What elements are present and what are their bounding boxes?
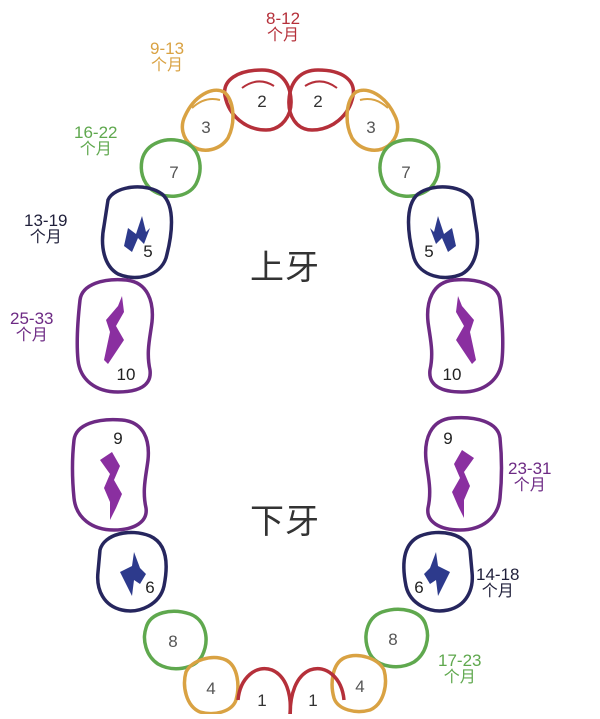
fissure-upper-first-molar-right (430, 216, 456, 252)
tooth-upper-central-right (287, 68, 356, 132)
tooth-number-lower-central-left: 1 (257, 691, 266, 710)
fissure-lower-second-molar-right (452, 450, 474, 518)
eruption-label-upper-second-molar: 25-33 个月 (10, 310, 53, 345)
tooth-number-lower-first-molar-left: 6 (145, 578, 154, 597)
tooth-upper-lateral-left (180, 88, 235, 152)
tooth-upper-second-molar-right (425, 277, 505, 394)
eruption-unit: 个月 (151, 56, 184, 74)
tooth-lower-lateral-right (330, 653, 388, 714)
tooth-number-lower-first-molar-right: 6 (414, 578, 423, 597)
tooth-number-upper-canine-right: 7 (401, 163, 410, 182)
tooth-upper-canine-right (378, 138, 441, 198)
fissure-lower-first-molar-right (424, 552, 450, 596)
eruption-label-lower-second-molar: 23-31 个月 (508, 460, 551, 495)
eruption-label-lower-canine: 17-23 个月 (438, 652, 481, 687)
eruption-range: 16-22 (74, 123, 118, 142)
eruption-unit: 个月 (15, 326, 48, 344)
fissure-upper-second-molar-right (456, 296, 476, 364)
fissure-lower-second-molar-left (100, 452, 122, 520)
tooth-upper-first-molar-left (100, 185, 174, 280)
tooth-upper-central-left (222, 68, 293, 132)
eruption-unit: 个月 (513, 476, 546, 494)
tooth-number-lower-canine-right: 8 (388, 630, 397, 649)
eruption-unit: 个月 (29, 228, 62, 246)
tooth-lower-second-molar-right (423, 415, 504, 532)
tooth-lower-central-left (236, 666, 293, 717)
tooth-upper-lateral-right (345, 88, 400, 152)
eruption-range: 25-33 (10, 309, 54, 328)
tooth-lower-canine-left (142, 609, 208, 671)
tooth-number-upper-central-left: 2 (257, 92, 266, 111)
tooth-lower-second-molar-left (70, 417, 151, 532)
tooth-number-lower-canine-left: 8 (168, 632, 177, 651)
eruption-label-upper-first-molar: 13-19 个月 (24, 212, 67, 247)
tooth-number-upper-lateral-left: 3 (201, 118, 210, 137)
tooth-lower-first-molar-left (95, 530, 168, 613)
tooth-number-lower-second-molar-right: 9 (443, 429, 452, 448)
fissure-upper-first-molar-left (124, 216, 150, 252)
eruption-range: 9-13 (150, 39, 185, 58)
eruption-range: 23-31 (508, 459, 552, 478)
tooth-number-upper-lateral-right: 3 (366, 118, 375, 137)
eruption-unit: 个月 (79, 140, 112, 158)
eruption-range: 14-18 (476, 565, 520, 584)
tooth-upper-canine-left (139, 138, 202, 198)
tooth-lower-lateral-left (182, 655, 240, 716)
tooth-number-upper-canine-left: 7 (169, 163, 178, 182)
fissure-lower-first-molar-left (120, 552, 146, 596)
tooth-number-lower-second-molar-left: 9 (113, 429, 122, 448)
eruption-label-lower-first-molar: 14-18 个月 (476, 566, 519, 601)
tooth-number-lower-lateral-left: 4 (206, 679, 215, 698)
tooth-number-upper-first-molar-left: 5 (143, 242, 152, 261)
tooth-lower-central-right (288, 666, 346, 717)
tooth-lower-first-molar-right (402, 530, 475, 613)
tooth-upper-first-molar-right (406, 185, 480, 280)
tooth-lower-canine-right (364, 607, 430, 669)
eruption-range: 8-12 (266, 9, 301, 28)
eruption-unit: 个月 (443, 668, 476, 686)
tooth-number-upper-second-molar-right: 10 (443, 365, 462, 384)
tooth-number-lower-central-right: 1 (308, 691, 317, 710)
eruption-label-upper-canine: 16-22 个月 (74, 124, 117, 159)
eruption-range: 17-23 (438, 651, 482, 670)
fissure-upper-second-molar-left (104, 296, 124, 364)
lower-jaw-title: 下牙 (250, 502, 320, 542)
tooth-upper-second-molar-left (75, 277, 155, 394)
eruption-unit: 个月 (481, 582, 514, 600)
tooth-number-upper-central-right: 2 (313, 92, 322, 111)
eruption-label-upper-lateral: 9-13 个月 (150, 40, 184, 75)
upper-jaw-title: 上牙 (250, 248, 320, 288)
tooth-number-lower-lateral-right: 4 (355, 677, 364, 696)
tooth-number-upper-first-molar-right: 5 (424, 242, 433, 261)
eruption-unit: 个月 (267, 26, 300, 44)
eruption-range: 13-19 (24, 211, 68, 230)
tooth-number-upper-second-molar-left: 10 (117, 365, 136, 384)
eruption-label-upper-central: 8-12 个月 (266, 10, 300, 45)
